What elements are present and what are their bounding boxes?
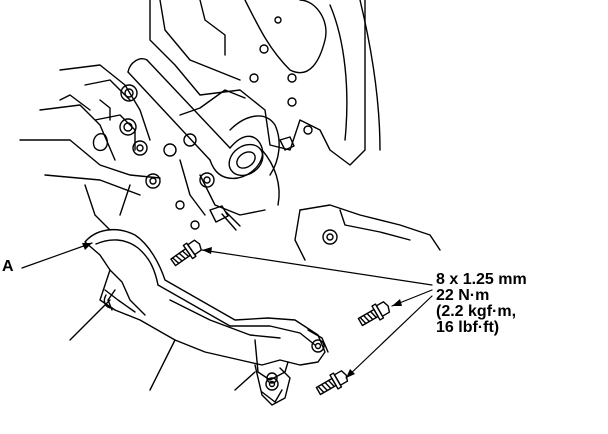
transmission-housing xyxy=(294,204,441,261)
flange-bolt-icon xyxy=(209,205,241,231)
spec-line: 22 N·m xyxy=(436,287,490,304)
flange-bolt-icon xyxy=(279,136,295,151)
shield-mount-bracket xyxy=(254,364,291,406)
part-label-a: A xyxy=(2,258,14,275)
flange-bolt-icon xyxy=(315,370,349,396)
torque-spec: 8 x 1.25 mm 22 N·m (2.2 kgf·m, 16 lbf·ft… xyxy=(436,272,527,336)
spec-line: 8 x 1.25 mm xyxy=(436,271,527,288)
spec-line: (2.2 kgf·m, xyxy=(436,303,517,320)
spec-line: 16 lbf·ft) xyxy=(436,319,500,336)
heat-shield-a xyxy=(69,228,329,403)
flange-bolt-icon xyxy=(357,301,391,327)
driveshaft xyxy=(127,58,280,230)
engine-block xyxy=(149,0,381,166)
mount-bracket xyxy=(19,64,161,231)
leader-lines xyxy=(21,242,433,379)
flange-bolt-icon xyxy=(170,239,202,267)
